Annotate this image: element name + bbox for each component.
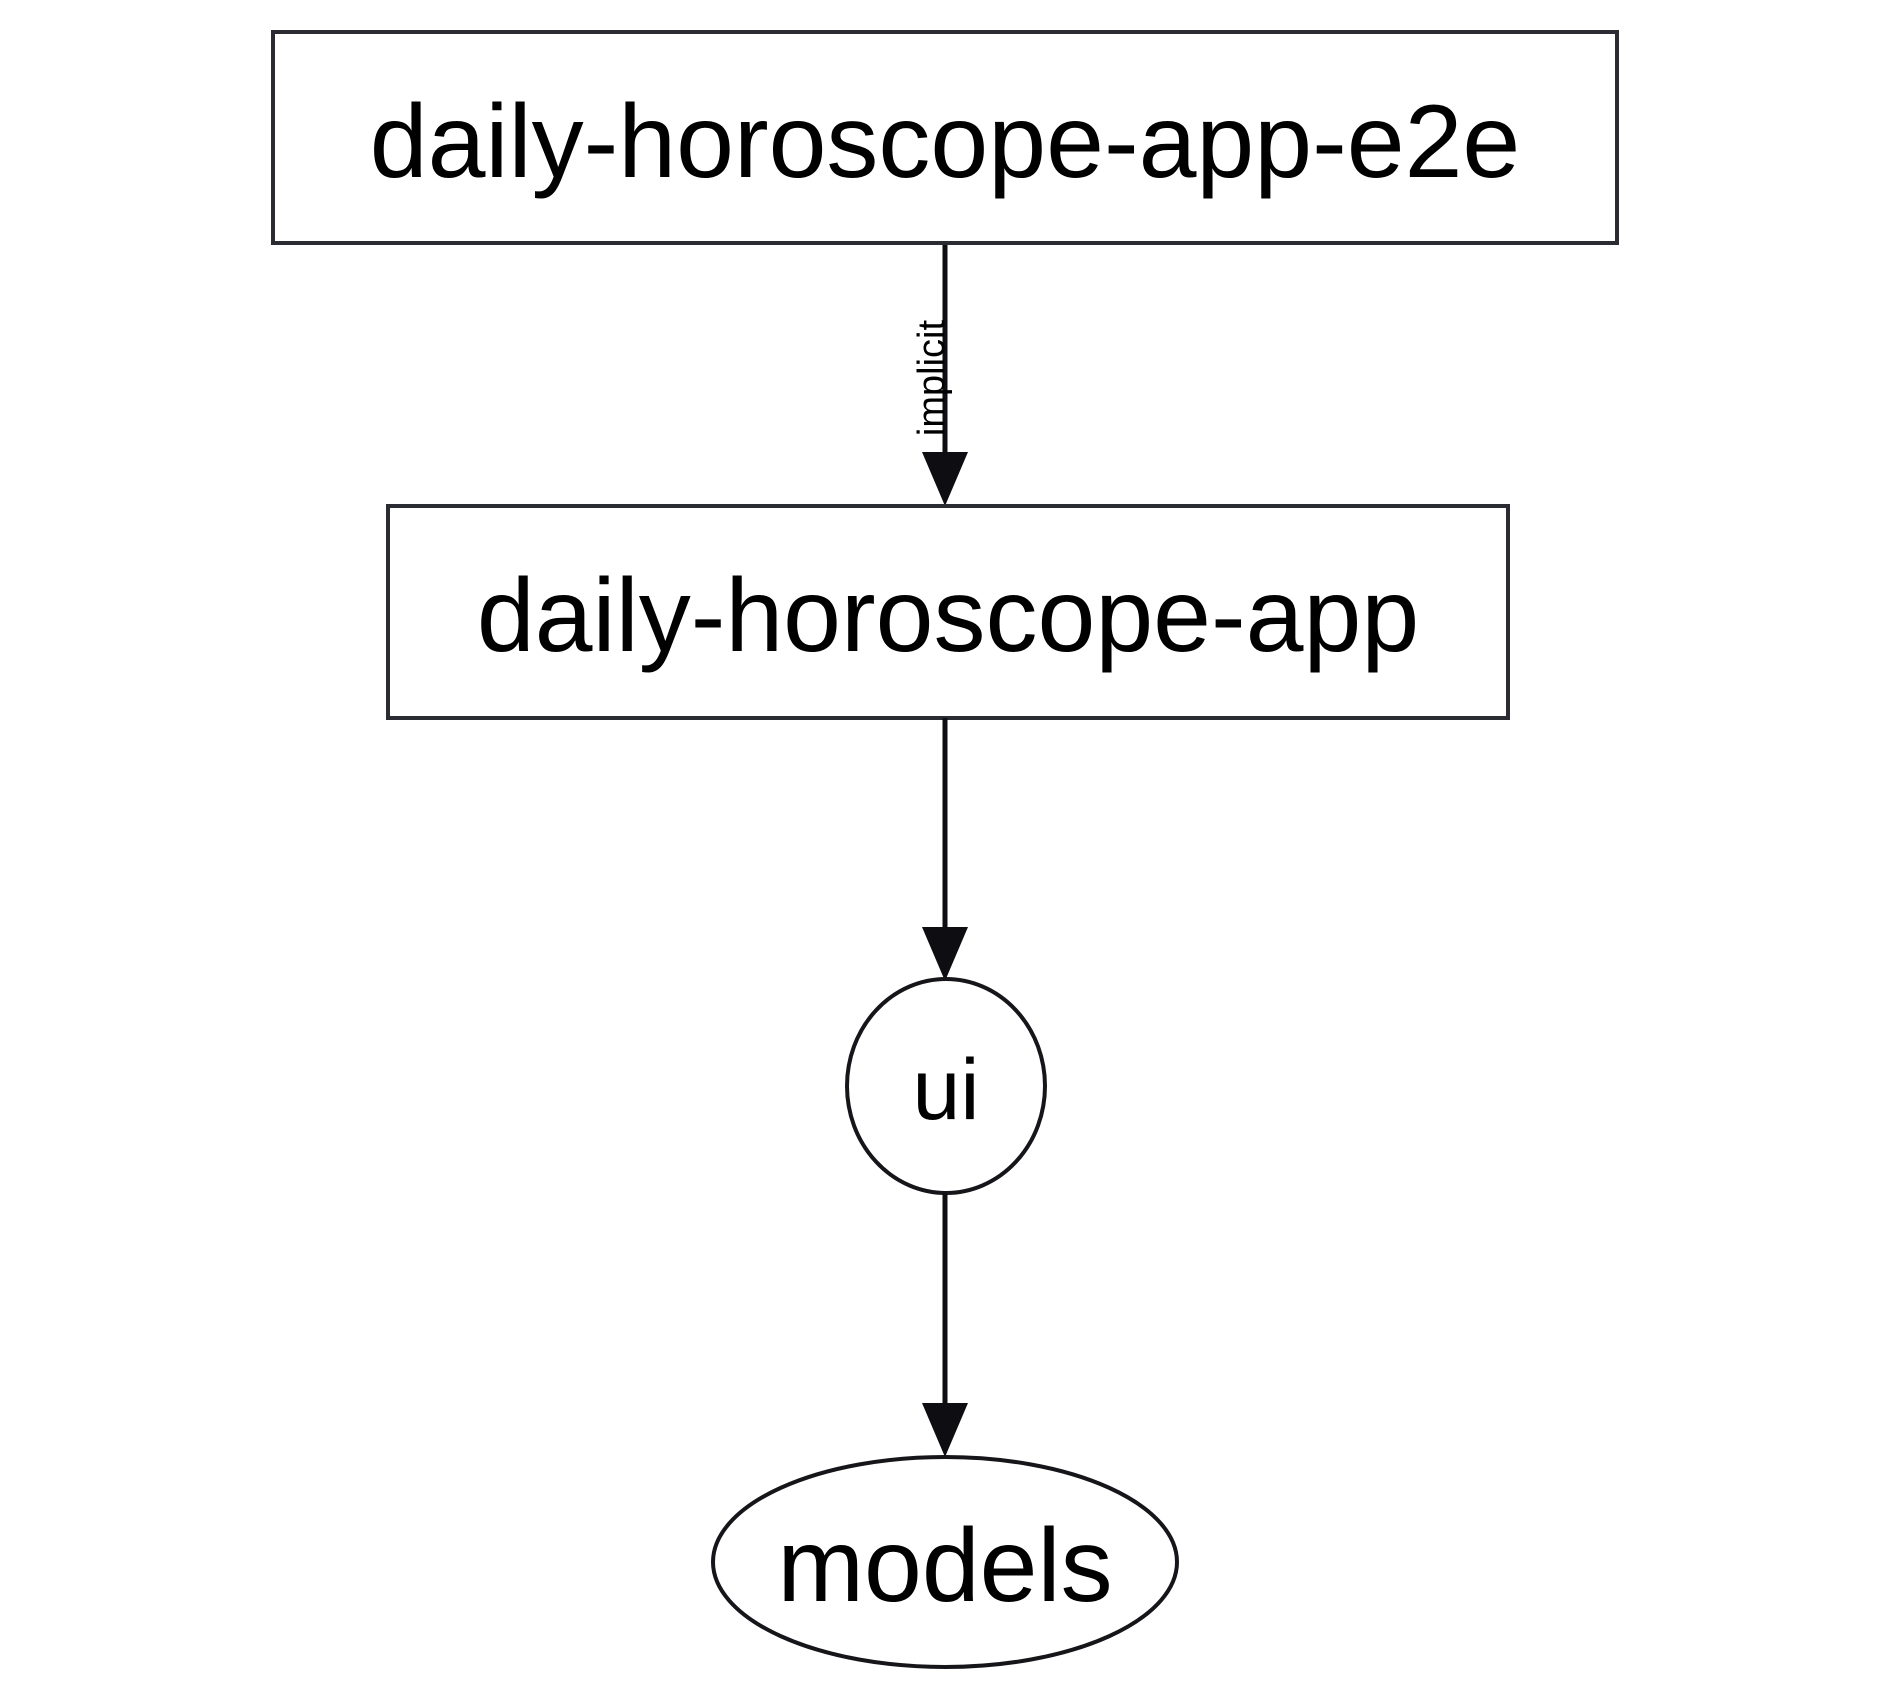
node-daily-horoscope-app[interactable]: daily-horoscope-app — [386, 504, 1510, 720]
edge-app-to-ui — [922, 718, 968, 981]
node-daily-horoscope-app-e2e[interactable]: daily-horoscope-app-e2e — [271, 30, 1619, 245]
node-ui[interactable]: ui — [845, 977, 1047, 1195]
node-box[interactable] — [271, 30, 1619, 245]
arrowhead-icon — [922, 1403, 968, 1457]
edge-label-implicit: implicit — [911, 320, 953, 437]
node-label: daily-horoscope-app — [477, 558, 1419, 674]
edge-e2e-to-app: implicit — [911, 243, 968, 506]
node-label: models — [777, 1508, 1112, 1624]
node-ellipse[interactable] — [711, 1455, 1179, 1669]
arrowhead-icon — [922, 927, 968, 981]
node-box[interactable] — [386, 504, 1510, 720]
node-label: ui — [913, 1042, 980, 1138]
node-label: daily-horoscope-app-e2e — [370, 84, 1521, 200]
node-models[interactable]: models — [711, 1455, 1179, 1669]
arrowhead-icon — [922, 452, 968, 506]
edge-ui-to-models — [922, 1193, 968, 1457]
